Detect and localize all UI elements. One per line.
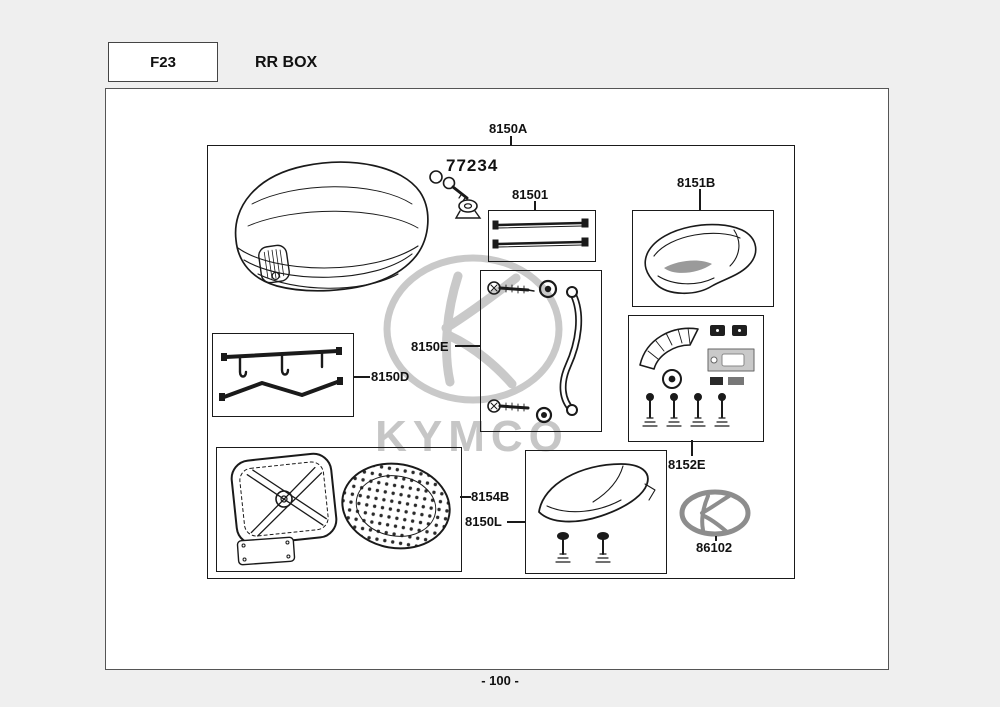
part-box-base-plate [216,447,462,572]
backrest-pad-drawing [644,223,757,295]
rod-set-drawing [492,218,589,249]
part-label-8151B: 8151B [677,175,716,190]
part-box-8150D [212,333,354,417]
mounting-bracket-drawing [219,347,343,401]
leader-8152E [691,440,693,456]
part-label-86102: 86102 [696,540,733,555]
part-box-8151B [632,210,774,307]
kymco-watermark-emblem-icon [383,254,563,404]
part-label-77234: 77234 [446,156,499,175]
leader-86102 [715,536,717,541]
part-label-81501: 81501 [512,187,549,202]
kymco-emblem-icon [679,489,751,537]
page-frame [105,88,889,670]
leader-8150L [507,521,525,523]
section-code-box: F23 [108,42,218,82]
part-box-81501 [488,210,596,262]
hardware-set-drawing [487,279,583,424]
page-title: RR BOX [255,54,318,71]
leader-8150E [455,345,480,347]
rear-box-drawing [234,161,429,292]
cover-drawing [538,463,656,563]
part-box-8150L [525,450,667,574]
part-label-8152E: 8152E [668,457,706,472]
part-box-8152E [628,315,764,442]
leader-8150A [510,136,512,145]
kymco-watermark-text: KYMCO [375,412,569,461]
part-label-8150E: 8150E [411,339,449,354]
page-number: - 100 - [481,673,519,688]
part-box-8150E [480,270,602,432]
fitting-kit-drawing [639,325,755,427]
leader-8151B [699,189,701,210]
part-label-8150D: 8150D [371,369,410,384]
part-label-8150A: 8150A [489,121,528,136]
part-label-8154B: 8154B [471,489,510,504]
base-plate-drawing [230,452,451,566]
leader-8150D [353,376,370,378]
part-box-8150A [207,145,795,579]
leader-81501 [534,201,536,210]
leader-8154B [460,496,471,498]
lock-set-drawing [429,170,482,219]
part-label-8150L: 8150L [465,514,502,529]
section-code: F23 [150,53,176,71]
